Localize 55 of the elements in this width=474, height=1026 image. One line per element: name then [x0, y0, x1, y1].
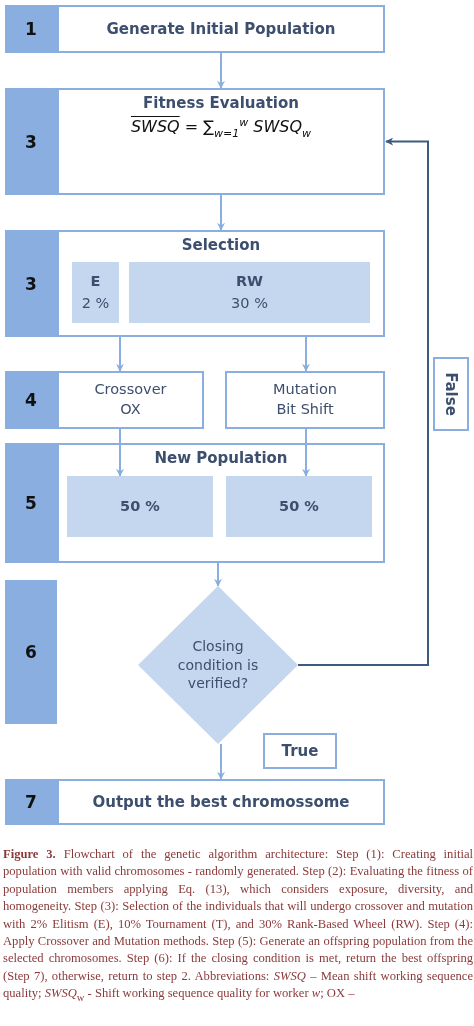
step-number — [5, 230, 57, 337]
arrow — [116, 428, 124, 477]
population-share — [226, 476, 372, 537]
step-number — [5, 371, 57, 429]
step-number — [5, 443, 57, 563]
box-heading: Fitness Evaluation — [143, 94, 299, 112]
process-box — [57, 5, 385, 53]
box-heading: Selection — [181, 236, 261, 254]
box-text: Bit Shift — [276, 400, 334, 419]
box-text: Crossover — [94, 380, 167, 400]
arrow — [116, 336, 124, 372]
box-heading: Output the best chromossome — [92, 793, 350, 811]
share-text: 50 % — [120, 497, 160, 516]
step-number-text: 1 — [25, 19, 37, 39]
box-text: Mutation — [272, 380, 337, 400]
arrow — [217, 194, 225, 231]
arrow — [297, 137, 429, 666]
step-number-text: 5 — [25, 493, 37, 513]
arrow — [217, 743, 225, 780]
box-text: OX — [120, 400, 141, 419]
process-box — [57, 88, 385, 195]
process-box — [57, 443, 385, 563]
step-number-text: 7 — [25, 792, 37, 812]
step-number — [5, 779, 57, 825]
figure-caption: Figure 3. Flowchart of the genetic algorithm architecture: Step (1): Creating initial population with valid chromosomes - randomly generated. Step (2): Evaluating the fitness of population members applying Eq. (13), which considers exposure, diversity, and homogeneity. Step (3): Selection of the individuals that will undergo crossover and mutation with 2% Elitism (E), 10% Tournament (T), and 30% Rank-Based Wheel (RW). Step (4): Apply Crossover and Mutation methods. Step (5): Generate an offspring population from the selected chromosomes. Step (6): If the closing condition is met, return the best offspring (Step 7), otherwise, return to step 2. Abbreviations: SWSQ – Mean shift working sequence quality; SWSQ$_{w}$ - Shift working sequence quality for worker w; OX – — [3, 846, 473, 1005]
share-text: 2 % — [81, 293, 110, 313]
share-text: 50 % — [279, 497, 319, 516]
share-text: RW — [235, 272, 264, 292]
edge-label: False — [433, 357, 469, 431]
formula: SWSQ = ∑$_{w=1}$$^{w}$ SWSQ$_{w}$ — [130, 116, 312, 140]
arrow — [217, 52, 225, 89]
share-text: E — [90, 272, 101, 292]
arrow — [214, 562, 222, 587]
process-box — [57, 230, 385, 337]
step-number — [5, 580, 57, 724]
selection-share — [129, 262, 370, 323]
share-text: 30 % — [231, 293, 268, 313]
edge-label: True — [263, 733, 337, 769]
selection-share — [72, 262, 119, 323]
process-box — [225, 371, 385, 429]
box-heading: Generate Initial Population — [106, 20, 336, 38]
process-box — [57, 371, 204, 429]
population-share — [67, 476, 213, 537]
step-number-text: 3 — [25, 131, 37, 152]
step-number-text: 3 — [25, 273, 37, 294]
step-number-text: 6 — [25, 642, 37, 662]
decision-text: Closing condition is verified? — [176, 636, 260, 694]
process-box — [57, 779, 385, 825]
box-heading: New Population — [154, 449, 288, 467]
step-number — [5, 5, 57, 53]
step-number-text: 4 — [25, 390, 37, 410]
decision-diamond — [138, 586, 298, 744]
arrow — [302, 336, 310, 372]
step-number — [5, 88, 57, 195]
arrow — [302, 428, 310, 477]
